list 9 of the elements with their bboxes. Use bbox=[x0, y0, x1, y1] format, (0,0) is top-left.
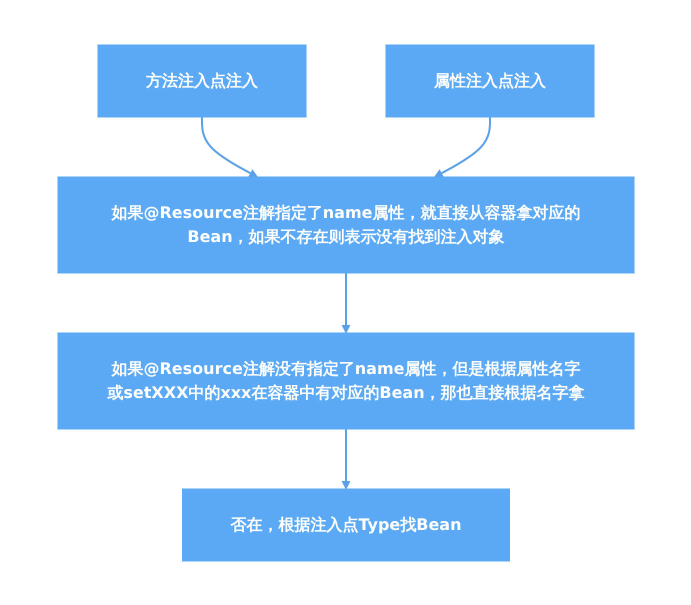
node-box: 属性注入点注入 bbox=[385, 44, 594, 117]
arrow bbox=[434, 116, 490, 177]
node-box: 方法注入点注入 bbox=[97, 44, 306, 117]
node-box: 如果@Resource注解没有指定了name属性，但是根据属性名字或setXXX中的xxx在容器中有对应的Bean，那也直接根据名字拿 bbox=[57, 332, 634, 429]
arrow bbox=[341, 428, 350, 489]
arrow bbox=[200, 116, 258, 177]
node-box: 如果@Resource注解指定了name属性，就直接从容器拿对应的Bean，如果不存在则表示没有找到注入对象 bbox=[57, 176, 634, 273]
node-box: 否在，根据注入点Type找Bean bbox=[182, 488, 510, 561]
arrow bbox=[341, 272, 350, 333]
